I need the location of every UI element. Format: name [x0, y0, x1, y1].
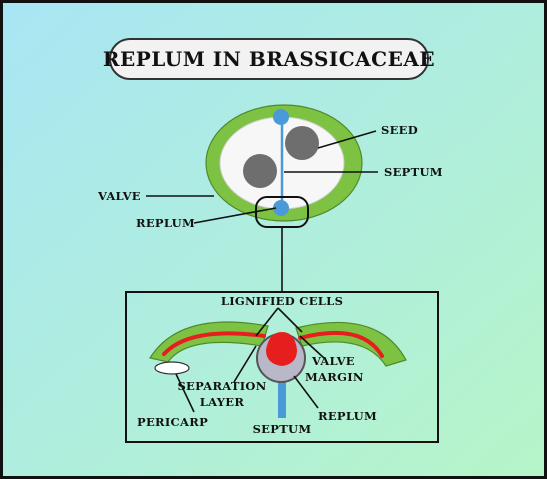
replum-lignified-core: [266, 332, 297, 366]
septum-stalk: [278, 378, 286, 418]
replum-upper: [273, 109, 289, 125]
upper-leader-lines: [146, 130, 378, 292]
left-lignified-layer: [162, 331, 266, 356]
seed-label: SEED: [381, 123, 418, 137]
separation-layer-leader: [233, 345, 257, 383]
valve-margin-label-line2: MARGIN: [305, 370, 364, 384]
valve-margin-label-line1: VALVE: [311, 354, 355, 368]
detail-leader-lines: [175, 307, 325, 413]
replum-detail-leader: [293, 375, 319, 409]
replum-leader: [193, 207, 277, 224]
septum-detail-label: SEPTUM: [253, 422, 312, 436]
seed-upper: [285, 126, 319, 160]
septum-label: SEPTUM: [384, 165, 443, 179]
title-banner: REPLUM IN BRASSICACEAE: [103, 38, 435, 80]
separation-layer-label-line1: SEPARATION: [177, 379, 266, 393]
replum-label: REPLUM: [136, 216, 195, 230]
valve-margin-leader: [299, 335, 325, 359]
pericarp-leader: [175, 373, 195, 413]
right-lignified-layer: [298, 330, 384, 358]
seed-leader: [317, 130, 377, 149]
detail-panel: [125, 291, 439, 443]
lignified-cells-label: LIGNIFIED CELLS: [221, 294, 343, 308]
detail-box: [125, 291, 439, 443]
pericarp-label: PERICARP: [137, 415, 208, 429]
replum-lower: [273, 200, 289, 216]
lignified-leader-left: [255, 307, 279, 337]
background: [3, 3, 544, 476]
pericarp-outline: [154, 361, 190, 375]
fruit-cross-section: [205, 104, 363, 228]
title-pill: [109, 38, 429, 80]
lignified-leader-right: [277, 307, 303, 333]
page-title: REPLUM IN BRASSICACEAE: [103, 47, 435, 71]
seed-lower: [243, 154, 277, 188]
valve-label: VALVE: [97, 189, 141, 203]
separation-layer-label-line2: LAYER: [200, 395, 245, 409]
replum-detail-label: REPLUM: [318, 409, 377, 423]
